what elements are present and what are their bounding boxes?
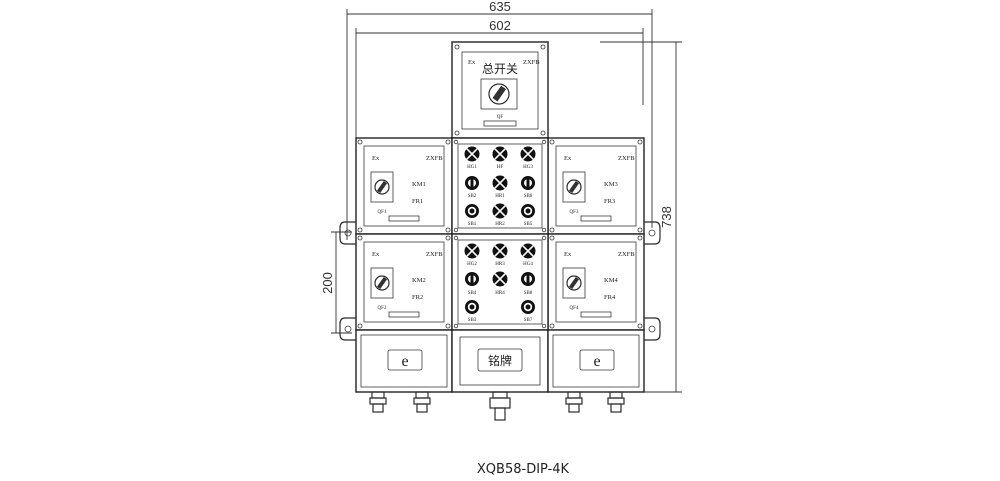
label-hr1: HR1 [495, 194, 505, 199]
label-sb1: SB1 [468, 222, 477, 227]
panel-2-ex: Ex [372, 251, 380, 258]
label-hf: HF [497, 165, 504, 170]
label-hr2: HR2 [495, 222, 505, 227]
dimension-spacing: 200 [320, 231, 352, 334]
label-sb3: SB3 [468, 318, 477, 323]
side-panel-km1: Ex ZXFB KM1 FR1 QF1 [355, 137, 453, 235]
indicator-lamp-icon [520, 146, 536, 162]
indicator-lamp-icon [492, 243, 508, 259]
panel-4-ex: Ex [564, 251, 572, 258]
side-panel-km3: Ex ZXFB KM3 FR3 QF3 [547, 137, 645, 235]
center-upper-control-panel: HG1 HF HG3 SB2 HR1 SB6 SB1 HR2 SB5 [451, 137, 549, 235]
top-switch-label: QF [497, 115, 504, 120]
indicator-lamp-icon [520, 243, 536, 259]
label-sb7: SB7 [524, 318, 533, 323]
label-sb5: SB5 [524, 222, 533, 227]
panel-4-switch: QF4 [570, 306, 579, 311]
top-ex-label: Ex [468, 59, 476, 66]
indicator-lamp-icon [464, 146, 480, 162]
push-button-icon [465, 176, 479, 190]
stop-button-icon [521, 300, 535, 314]
indicator-lamp-icon [464, 243, 480, 259]
panel-2-contactor: KM2 [412, 277, 426, 284]
panel-4-contactor: KM4 [604, 277, 618, 284]
main-switch-plate [480, 78, 518, 110]
rotary-switch-icon [566, 275, 582, 291]
label-hg3: HG3 [523, 165, 533, 170]
spacing-label: 200 [320, 272, 335, 294]
panel-3-switch: QF3 [570, 210, 579, 215]
panel-2-switch: QF2 [378, 306, 387, 311]
side-panel-km4: Ex ZXFB KM4 FR4 QF4 [547, 233, 645, 331]
label-hg2: HG2 [467, 262, 477, 267]
center-lower-control-panel: HG2 HR3 HG4 SB4 HR4 SB8 SB3 SB7 [451, 233, 549, 331]
panel-4-relay: FR4 [604, 294, 616, 301]
indicator-lamp-icon [492, 271, 508, 287]
cable-gland-icon [413, 391, 431, 413]
panel-3-relay: FR3 [604, 198, 615, 205]
panel-1-contactor: KM1 [412, 181, 426, 188]
panel-2-relay: FR2 [412, 294, 423, 301]
panel-1-relay: FR1 [412, 198, 423, 205]
dimension-overall-height: 738 [600, 41, 682, 393]
dimension-overall-width: 635 [346, 0, 653, 240]
panel-2-brand: ZXFB [426, 251, 443, 258]
label-sb8: SB8 [524, 291, 533, 296]
cable-gland-icon [607, 391, 625, 413]
push-button-icon [521, 272, 535, 286]
panel-3-contactor: KM3 [604, 181, 618, 188]
push-button-icon [465, 272, 479, 286]
cable-gland-icon [565, 391, 583, 413]
overall-width-label: 635 [489, 0, 511, 14]
label-hg4: HG4 [523, 262, 533, 267]
panel-3-brand: ZXFB [618, 155, 635, 162]
panel-3-ex: Ex [564, 155, 572, 162]
inner-width-label: 602 [489, 18, 511, 33]
cable-gland-icon [489, 391, 511, 421]
stop-button-icon [521, 204, 535, 218]
side-panel-km2: Ex ZXFB KM2 FR2 QF2 [355, 233, 453, 331]
rotary-switch-icon [374, 275, 390, 291]
panel-1-ex: Ex [372, 155, 380, 162]
rotary-switch-icon [374, 179, 390, 195]
main-rotary-switch-icon [488, 83, 510, 105]
top-title: 总开关 [482, 62, 518, 76]
label-hr4: HR4 [495, 291, 505, 296]
rotary-switch-icon [566, 179, 582, 195]
mounting-ears [339, 221, 661, 341]
overall-height-label: 738 [659, 206, 674, 228]
indicator-lamp-icon [492, 175, 508, 191]
panel-4-brand: ZXFB [618, 251, 635, 258]
dimension-inner-width: 602 [355, 18, 644, 138]
top-brand-label: ZXFB [523, 59, 540, 66]
panel-1-switch: QF1 [378, 210, 387, 215]
model-caption: XQB58-DIP-4K [477, 462, 570, 477]
bottom-terminal-boxes: e 铭牌 e [355, 329, 645, 393]
stop-button-icon [465, 204, 479, 218]
right-terminal-symbol: e [593, 353, 600, 370]
panel-1-brand: ZXFB [426, 155, 443, 162]
nameplate-label: 铭牌 [488, 353, 512, 368]
label-hr3: HR3 [495, 262, 505, 267]
label-sb2: SB2 [468, 194, 477, 199]
left-terminal-symbol: e [401, 353, 408, 370]
indicator-lamp-icon [492, 146, 508, 162]
label-sb6: SB6 [524, 194, 533, 199]
indicator-lamp-icon [492, 203, 508, 219]
label-sb4: SB4 [468, 291, 477, 296]
label-hg1: HG1 [467, 165, 477, 170]
cable-gland-icon [369, 391, 387, 413]
push-button-icon [521, 176, 535, 190]
stop-button-icon [465, 300, 479, 314]
top-main-switch-panel: Ex ZXFB 总开关 QF [451, 41, 549, 139]
